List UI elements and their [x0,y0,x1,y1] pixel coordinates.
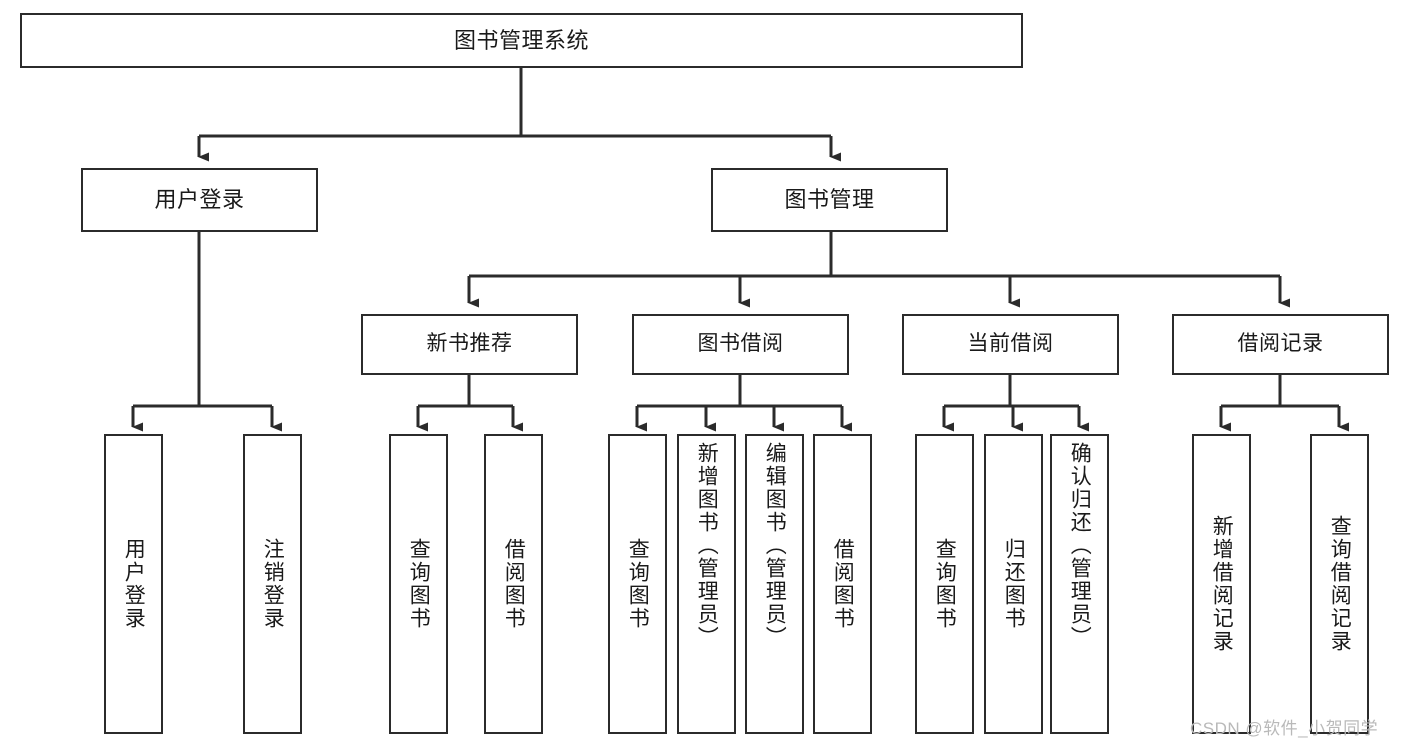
csdn-watermark: CSDN @软件_小贺同学 [1190,719,1379,738]
node-label: 查询图书 [933,538,957,630]
node-label: 图书借阅 [697,332,784,356]
node-book-borrow[interactable]: 图书借阅 [632,314,849,375]
node-user-login[interactable]: 用户登录 [81,168,318,232]
leaf-borrow-book-recommend[interactable]: 借阅图书 [484,434,543,734]
node-label: 借阅记录 [1237,332,1324,356]
leaf-confirm-return-admin[interactable]: 确认归还（管理员） [1050,434,1109,734]
node-label: 查询图书 [626,538,650,630]
leaf-query-borrow-record[interactable]: 查询借阅记录 [1310,434,1369,734]
node-book-management[interactable]: 图书管理 [711,168,948,232]
node-label: 借阅图书 [502,538,526,630]
node-label: 用户登录 [122,538,146,630]
node-label: 注销登录 [261,538,285,630]
leaf-edit-book-admin[interactable]: 编辑图书（管理员） [745,434,804,734]
leaf-query-book-current[interactable]: 查询图书 [915,434,974,734]
node-new-book-recommend[interactable]: 新书推荐 [361,314,578,375]
node-current-borrow[interactable]: 当前借阅 [902,314,1119,375]
node-label: 查询借阅记录 [1328,515,1352,653]
node-borrow-record[interactable]: 借阅记录 [1172,314,1389,375]
node-label: 图书管理系统 [453,27,589,53]
node-label: 新增图书（管理员） [695,442,719,649]
leaf-user-login[interactable]: 用户登录 [104,434,163,734]
leaf-borrow-book[interactable]: 借阅图书 [813,434,872,734]
node-label: 归还图书 [1002,538,1026,630]
node-label: 图书管理 [784,187,875,213]
leaf-logout[interactable]: 注销登录 [243,434,302,734]
leaf-add-book-admin[interactable]: 新增图书（管理员） [677,434,736,734]
node-root-book-management-system[interactable]: 图书管理系统 [20,13,1023,68]
node-label: 用户登录 [154,187,245,213]
node-label: 确认归还（管理员） [1068,442,1092,649]
leaf-query-book-borrow[interactable]: 查询图书 [608,434,667,734]
node-label: 借阅图书 [831,538,855,630]
node-label: 查询图书 [407,538,431,630]
leaf-add-borrow-record[interactable]: 新增借阅记录 [1192,434,1251,734]
node-label: 新书推荐 [426,332,513,356]
node-label: 当前借阅 [967,332,1054,356]
leaf-return-book[interactable]: 归还图书 [984,434,1043,734]
leaf-query-book-recommend[interactable]: 查询图书 [389,434,448,734]
node-label: 新增借阅记录 [1210,515,1234,653]
node-label: 编辑图书（管理员） [763,442,787,649]
